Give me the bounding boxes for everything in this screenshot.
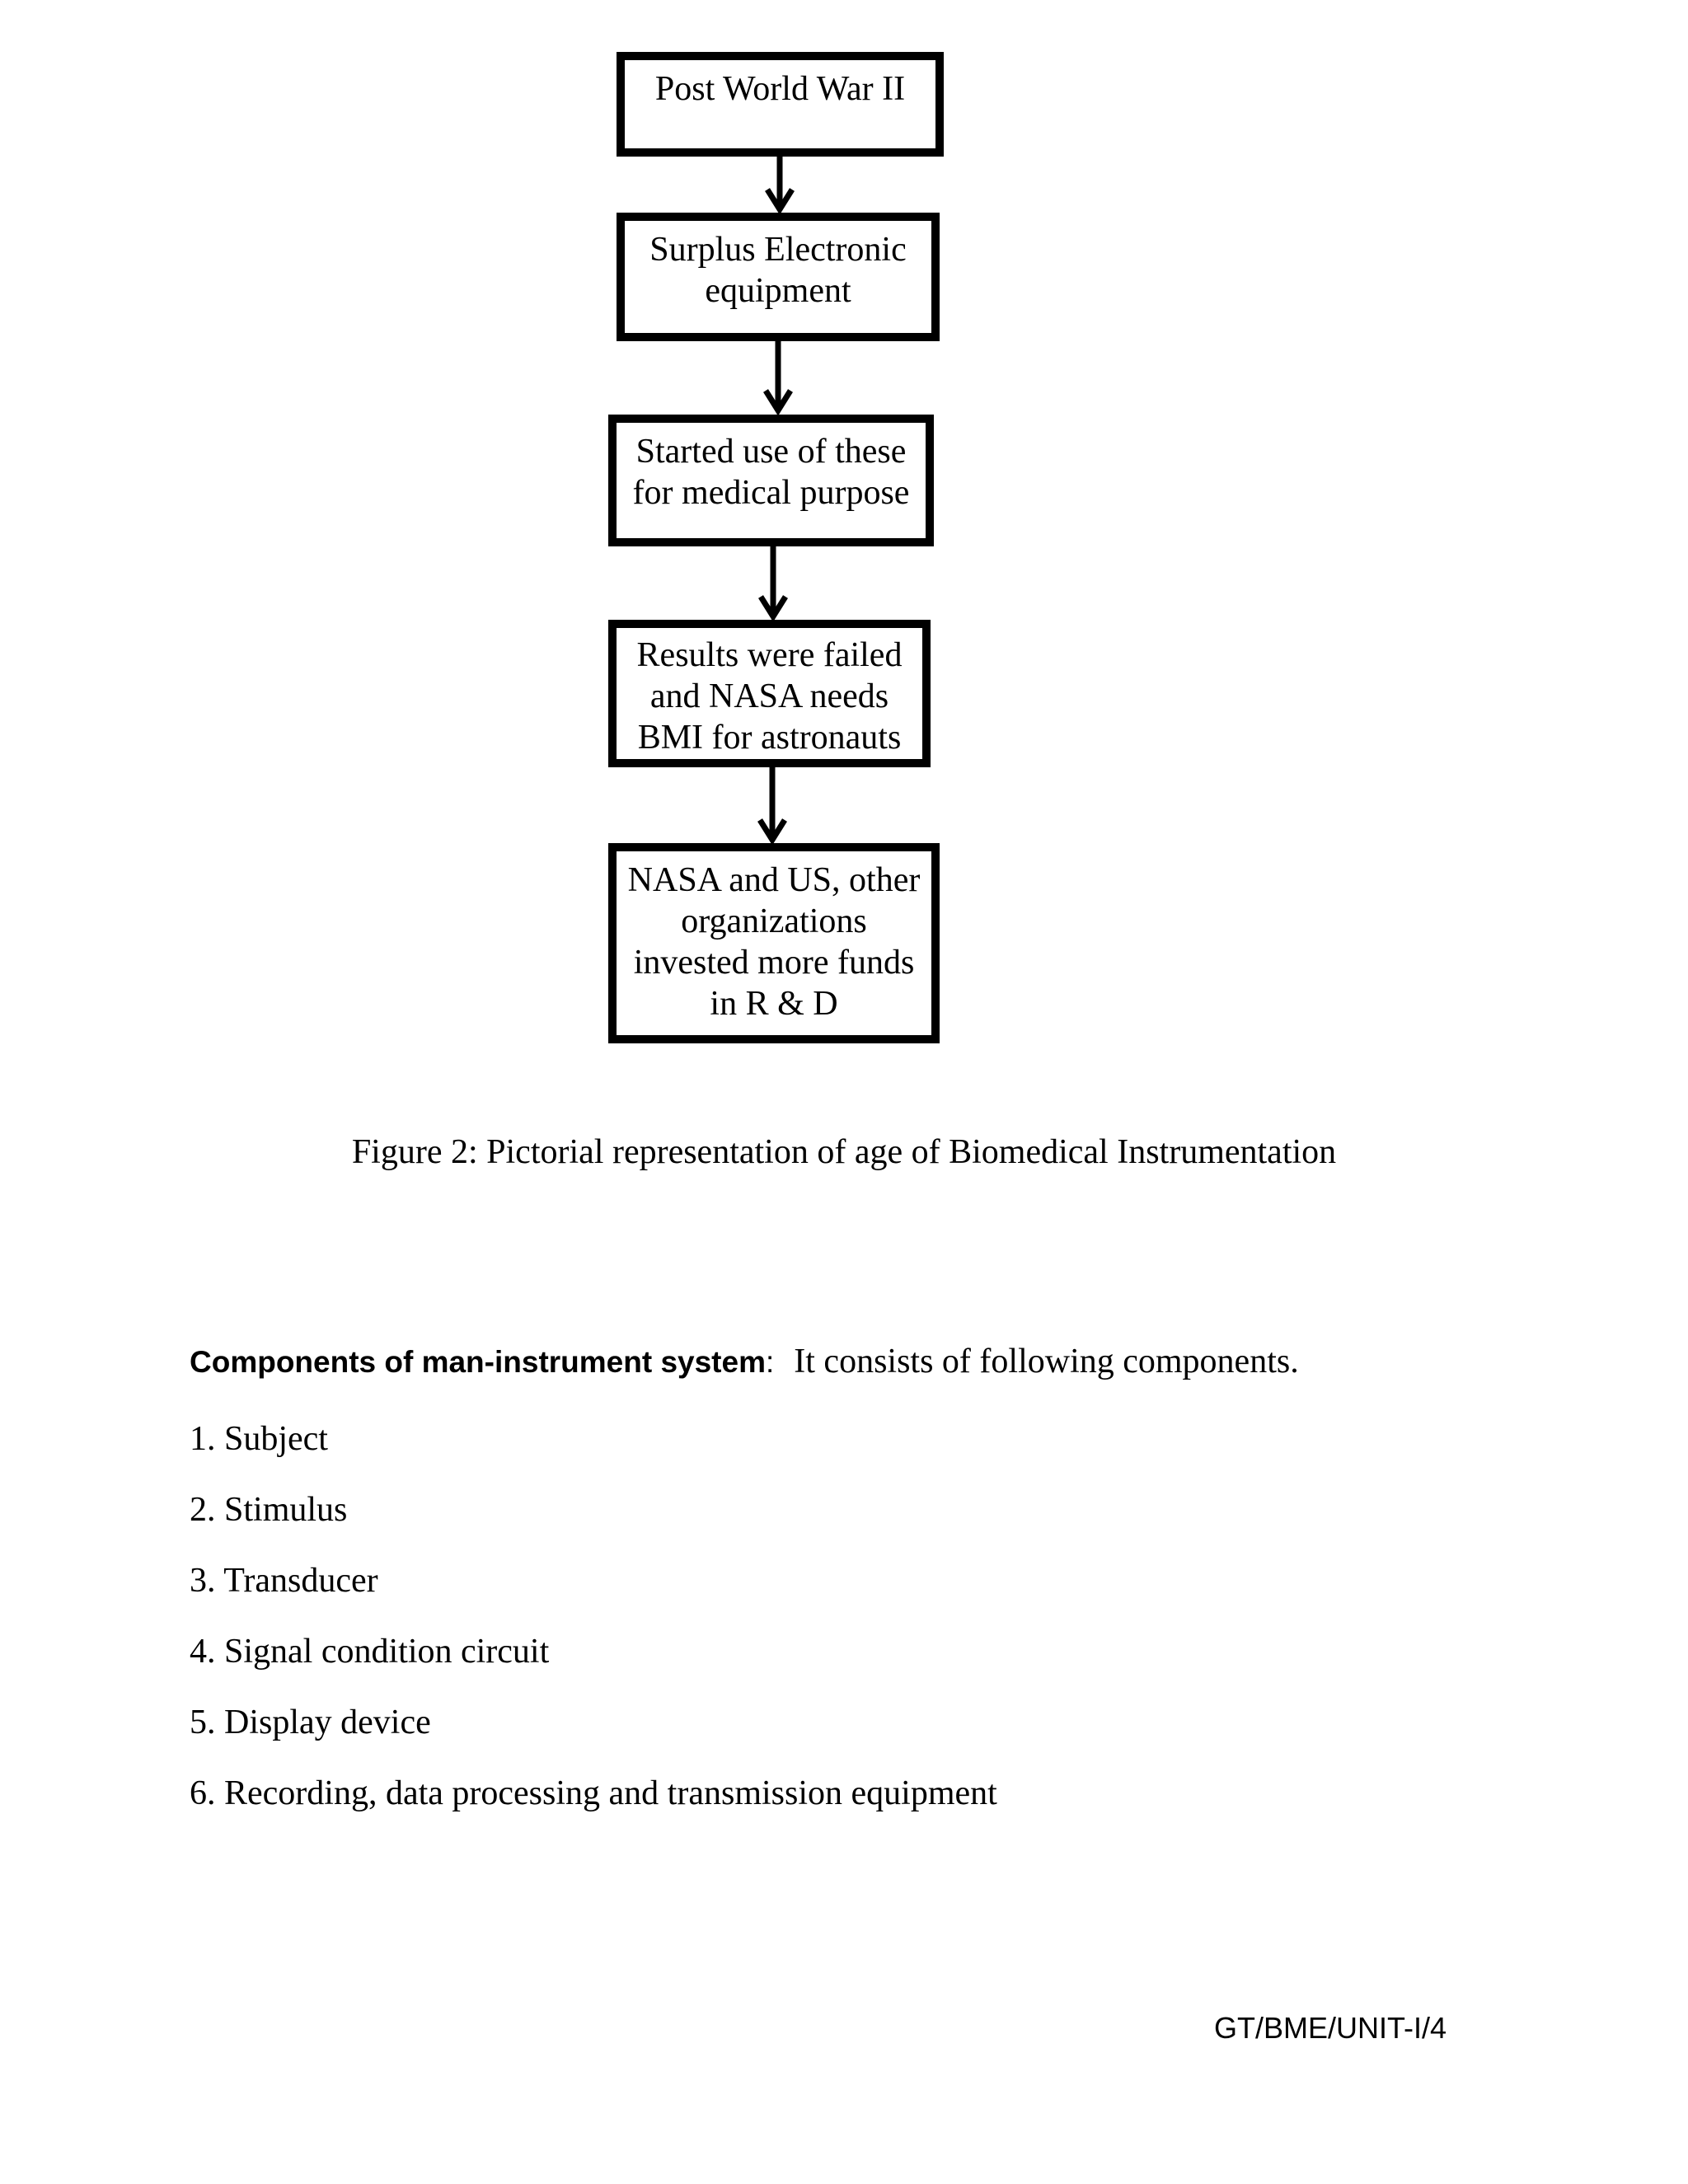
list-item: 4. Signal condition circuit (190, 1633, 550, 1671)
section-heading: Components of man-instrument system: It c… (190, 1340, 1508, 1384)
flowchart-box-label: Post World War II (654, 70, 906, 108)
down-arrow-icon (758, 545, 788, 622)
components-list: 1. Subject 2. Stimulus 3. Transducer 4. … (190, 1404, 1591, 1829)
flowchart-box-medical-use: Started use of these for medical purpose (608, 415, 934, 546)
flowchart-box-label: NASA and US, other organizations investe… (627, 861, 921, 1023)
flowchart-box-post-world-war: Post World War II (617, 52, 944, 157)
section-heading-bold: Components of man-instrument system (190, 1345, 766, 1379)
section-heading-colon: : (765, 1345, 775, 1379)
list-item: 1. Subject (190, 1420, 328, 1458)
list-item: 6. Recording, data processing and transm… (190, 1774, 997, 1812)
down-arrow-icon (763, 340, 793, 416)
list-item: 5. Display device (190, 1704, 431, 1741)
figure-caption: Figure 2: Pictorial representation of ag… (351, 1133, 1337, 1171)
footer-reference: GT/BME/UNIT-I/4 (1213, 2011, 1447, 2045)
flowchart-box-results-failed: Results were failed and NASA needs BMI f… (608, 620, 931, 767)
flowchart-arrows (757, 157, 795, 846)
flowchart-box-label: Started use of these for medical purpose (632, 433, 910, 512)
down-arrow-icon (765, 157, 795, 215)
list-item: 3. Transducer (190, 1562, 378, 1600)
flowchart-box-surplus-equipment: Surplus Electronic equipment (617, 213, 940, 341)
down-arrow-icon (757, 766, 787, 846)
flowchart-box-invested-funds: NASA and US, other organizations investe… (608, 843, 940, 1043)
section-heading-rest: It consists of following components. (794, 1343, 1299, 1380)
flowchart-box-label: Results were failed and NASA needs BMI f… (636, 636, 903, 757)
list-item: 2. Stimulus (190, 1491, 348, 1529)
flowchart-box-label: Surplus Electronic equipment (649, 231, 907, 310)
